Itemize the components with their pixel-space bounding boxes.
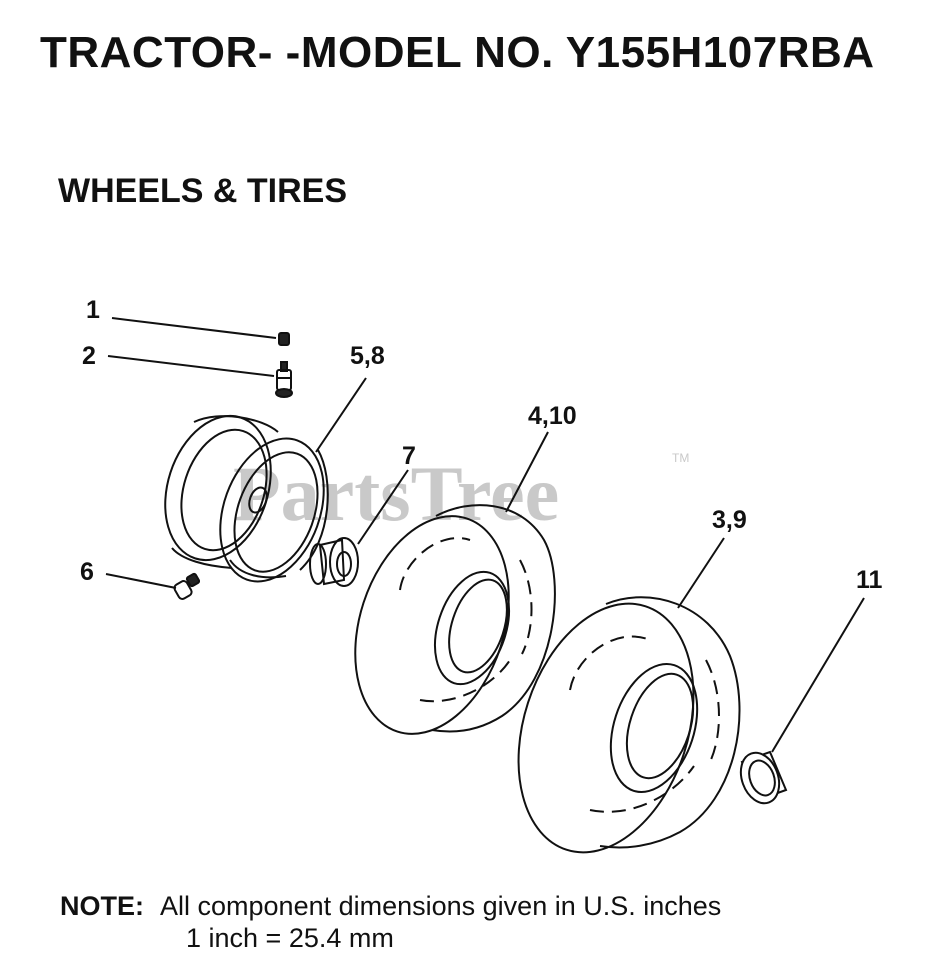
tire-rear-part [517,596,741,854]
note-line-1: All component dimensions given in U.S. i… [160,891,722,921]
grease-fitting-part [173,572,201,600]
watermark-text: PartsTree [233,450,559,537]
callout-7: 7 [402,442,416,470]
note-label: NOTE: [60,891,144,921]
callout-5-8: 5,8 [350,342,385,370]
callout-11: 11 [856,566,883,594]
note-block: NOTE: All component dimensions given in U… [60,890,721,954]
valve-stem-part [275,361,293,398]
page-title: TRACTOR- -MODEL NO. Y155H107RBA [40,28,875,77]
note-line-2: 1 inch = 25.4 mm [186,923,394,953]
leader-lines [105,317,865,753]
callout-6: 6 [80,558,94,586]
callout-3-9: 3,9 [712,506,747,534]
callout-4-10: 4,10 [528,402,577,430]
callout-1: 1 [86,296,100,324]
section-title: WHEELS & TIRES [58,172,348,210]
watermark-trademark: TM [672,451,689,465]
flange-bushing-part [309,537,359,587]
callout-2: 2 [82,342,96,370]
bushing-part [739,750,788,805]
valve-cap-part [278,332,290,346]
tire-front-part [354,504,556,735]
